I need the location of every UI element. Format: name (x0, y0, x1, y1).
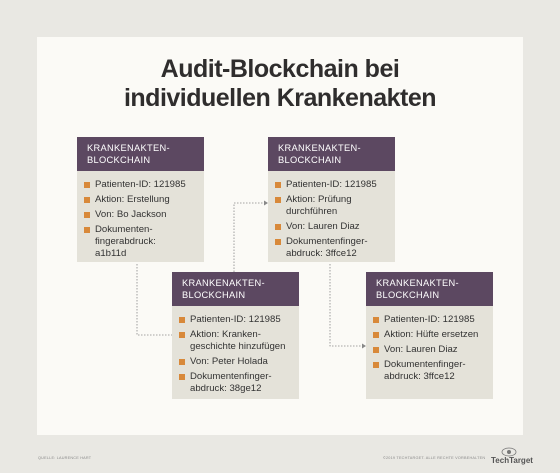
block-4-header-line-2: BLOCKCHAIN (376, 290, 440, 300)
block-1-body: Patienten-ID: 121985 Aktion: Erstellung … (77, 171, 204, 262)
blockchain-block-2: KRANKENAKTEN- BLOCKCHAIN Patienten-ID: 1… (172, 272, 299, 399)
block-1-header: KRANKENAKTEN- BLOCKCHAIN (77, 137, 204, 171)
block-2-header: KRANKENAKTEN- BLOCKCHAIN (172, 272, 299, 306)
block-4-body: Patienten-ID: 121985 Aktion: Hüfte erset… (366, 306, 493, 399)
diagram-title: Audit-Blockchain bei individuellen Krank… (37, 55, 523, 113)
block-3-body: Patienten-ID: 121985 Aktion: Prüfung dur… (268, 171, 395, 262)
block-2-header-line-2: BLOCKCHAIN (182, 290, 246, 300)
bullet-icon (373, 347, 379, 353)
block-3-header-line-1: KRANKENAKTEN- (278, 143, 361, 153)
connector-arrow-3-to-4 (362, 343, 366, 349)
bullet-icon (84, 182, 90, 188)
blockchain-block-4: KRANKENAKTEN- BLOCKCHAIN Patienten-ID: 1… (366, 272, 493, 399)
block-2-body: Patienten-ID: 121985 Aktion: Kranken- ge… (172, 306, 299, 399)
copyright-notice: ©2019 TECHTARGET. ALLE RECHTE VORBEHALTE… (383, 456, 486, 460)
block-4-header-line-1: KRANKENAKTEN- (376, 278, 459, 288)
block-2-item-author: Von: Peter Holada (179, 356, 293, 368)
block-3-header: KRANKENAKTEN- BLOCKCHAIN (268, 137, 395, 171)
bullet-icon (179, 359, 185, 365)
connector-1-to-2 (136, 264, 172, 336)
bullet-icon (84, 227, 90, 233)
block-1-item-author: Von: Bo Jackson (84, 209, 198, 221)
connector-2-to-3 (233, 202, 264, 272)
connector-3-to-4 (329, 264, 362, 347)
title-line-2: individuellen Krankenakten (123, 84, 437, 112)
bullet-icon (275, 182, 281, 188)
bullet-icon (373, 332, 379, 338)
block-1-item-fingerprint: Dokumenten- fingerabdruck: a1b11d (84, 224, 198, 260)
bullet-icon (84, 197, 90, 203)
block-4-item-fingerprint: Dokumentenfinger- abdruck: 3ffce12 (373, 359, 487, 383)
bullet-icon (179, 374, 185, 380)
bullet-icon (179, 332, 185, 338)
block-3-item-patient-id: Patienten-ID: 121985 (275, 179, 389, 191)
block-1-item-patient-id: Patienten-ID: 121985 (84, 179, 198, 191)
blockchain-block-3: KRANKENAKTEN- BLOCKCHAIN Patienten-ID: 1… (268, 137, 395, 262)
block-4-item-action: Aktion: Hüfte ersetzen (373, 329, 487, 341)
bullet-icon (275, 224, 281, 230)
block-4-header: KRANKENAKTEN- BLOCKCHAIN (366, 272, 493, 306)
block-3-item-fingerprint: Dokumentenfinger- abdruck: 3ffce12 (275, 236, 389, 260)
logo-text: TechTarget (491, 456, 533, 465)
blockchain-block-1: KRANKENAKTEN- BLOCKCHAIN Patienten-ID: 1… (77, 137, 204, 262)
block-1-header-line-1: KRANKENAKTEN- (87, 143, 170, 153)
block-3-header-line-2: BLOCKCHAIN (278, 155, 342, 165)
title-line-1: Audit-Blockchain bei (160, 55, 400, 83)
source-credit: QUELLE: LAURENCE HART (38, 456, 92, 460)
block-1-item-action: Aktion: Erstellung (84, 194, 198, 206)
bullet-icon (373, 317, 379, 323)
bullet-icon (84, 212, 90, 218)
block-1-header-line-2: BLOCKCHAIN (87, 155, 151, 165)
block-4-item-author: Von: Lauren Diaz (373, 344, 487, 356)
techtarget-logo[interactable]: TechTarget (491, 447, 533, 467)
block-2-item-patient-id: Patienten-ID: 121985 (179, 314, 293, 326)
bullet-icon (275, 197, 281, 203)
block-2-item-fingerprint: Dokumentenfinger- abdruck: 38ge12 (179, 371, 293, 395)
bullet-icon (373, 362, 379, 368)
bullet-icon (275, 239, 281, 245)
bullet-icon (179, 317, 185, 323)
block-3-item-author: Von: Lauren Diaz (275, 221, 389, 233)
block-2-item-action: Aktion: Kranken- geschichte hinzufügen (179, 329, 293, 353)
connector-arrow-2-to-3 (264, 200, 268, 206)
logo-eye-icon (501, 447, 517, 457)
block-4-item-patient-id: Patienten-ID: 121985 (373, 314, 487, 326)
block-2-header-line-1: KRANKENAKTEN- (182, 278, 265, 288)
block-3-item-action: Aktion: Prüfung durchführen (275, 194, 389, 218)
